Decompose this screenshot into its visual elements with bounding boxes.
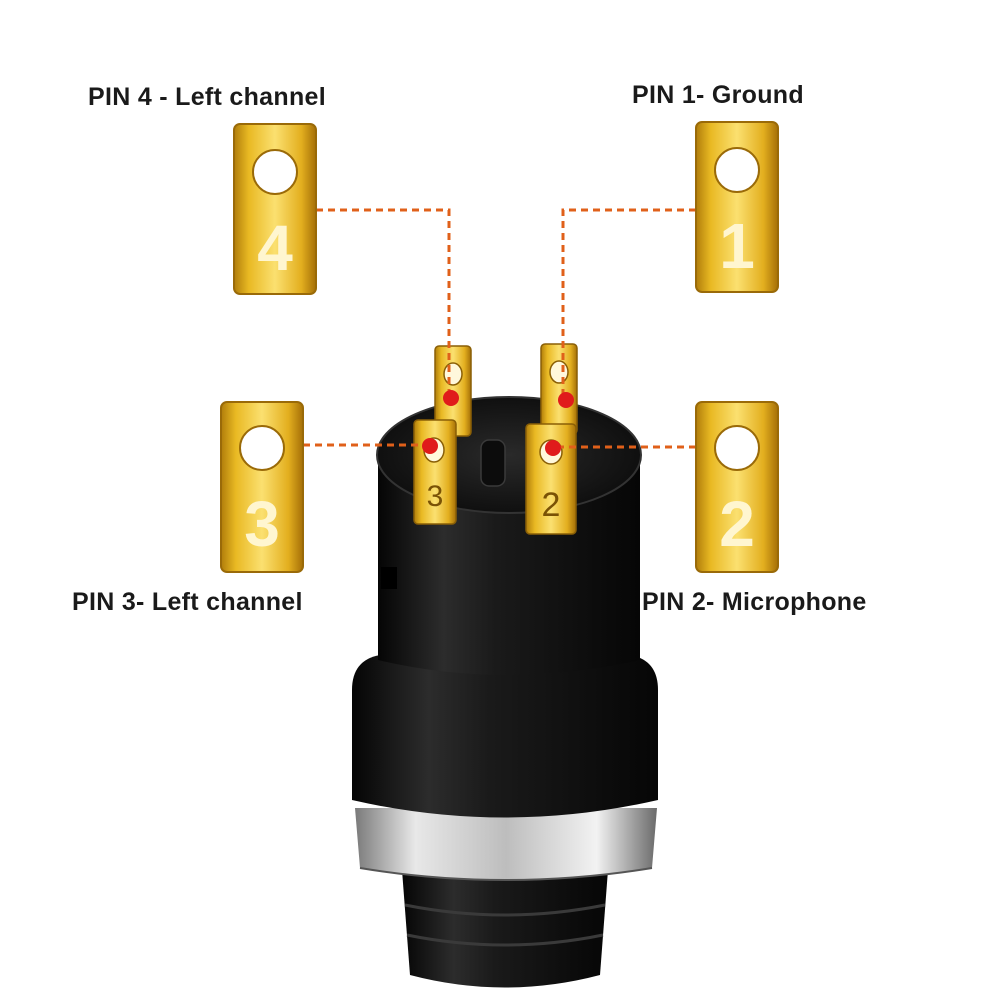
jack-notch — [381, 567, 397, 589]
contact-dot-1 — [558, 392, 574, 408]
pin-number-3: 3 — [244, 488, 280, 560]
pin-number-2: 2 — [719, 488, 755, 560]
pin-number-1: 1 — [719, 210, 755, 282]
pin-number-4: 4 — [257, 212, 293, 284]
contact-dot-2 — [545, 440, 561, 456]
solder-tab-1 — [540, 343, 578, 435]
jack-flange — [352, 655, 658, 818]
jack-top-rim — [376, 396, 642, 514]
pin-3-label: PIN 3- Left channel — [72, 588, 303, 616]
thread-line — [404, 903, 606, 917]
pin-tab-icon: 2 — [695, 401, 779, 573]
pin-1-label: PIN 1- Ground — [632, 81, 804, 109]
solder-tab-3: 3 — [413, 419, 457, 525]
pin-tab-icon: 1 — [695, 121, 779, 293]
jack-nut — [355, 808, 657, 880]
contact-dots — [422, 390, 574, 456]
jack-thread — [402, 870, 608, 988]
leader-line-4 — [316, 208, 451, 398]
pin-2-label: PIN 2- Microphone — [642, 588, 867, 616]
contact-dot-3 — [422, 438, 438, 454]
audio-jack-icon — [352, 396, 658, 988]
leader-line-1 — [561, 208, 696, 400]
switch-post — [480, 439, 506, 487]
pin-tab-icon: 4 — [233, 123, 317, 295]
tab-number-3: 3 — [427, 480, 444, 513]
tab-number-2: 2 — [542, 486, 561, 524]
leader-lines — [303, 208, 696, 449]
pin-tab-icon: 3 — [220, 401, 304, 573]
nut-edge — [359, 867, 653, 881]
pin-4-label: PIN 4 - Left channel — [88, 83, 326, 111]
contact-dot-4 — [443, 390, 459, 406]
thread-line — [406, 933, 604, 947]
